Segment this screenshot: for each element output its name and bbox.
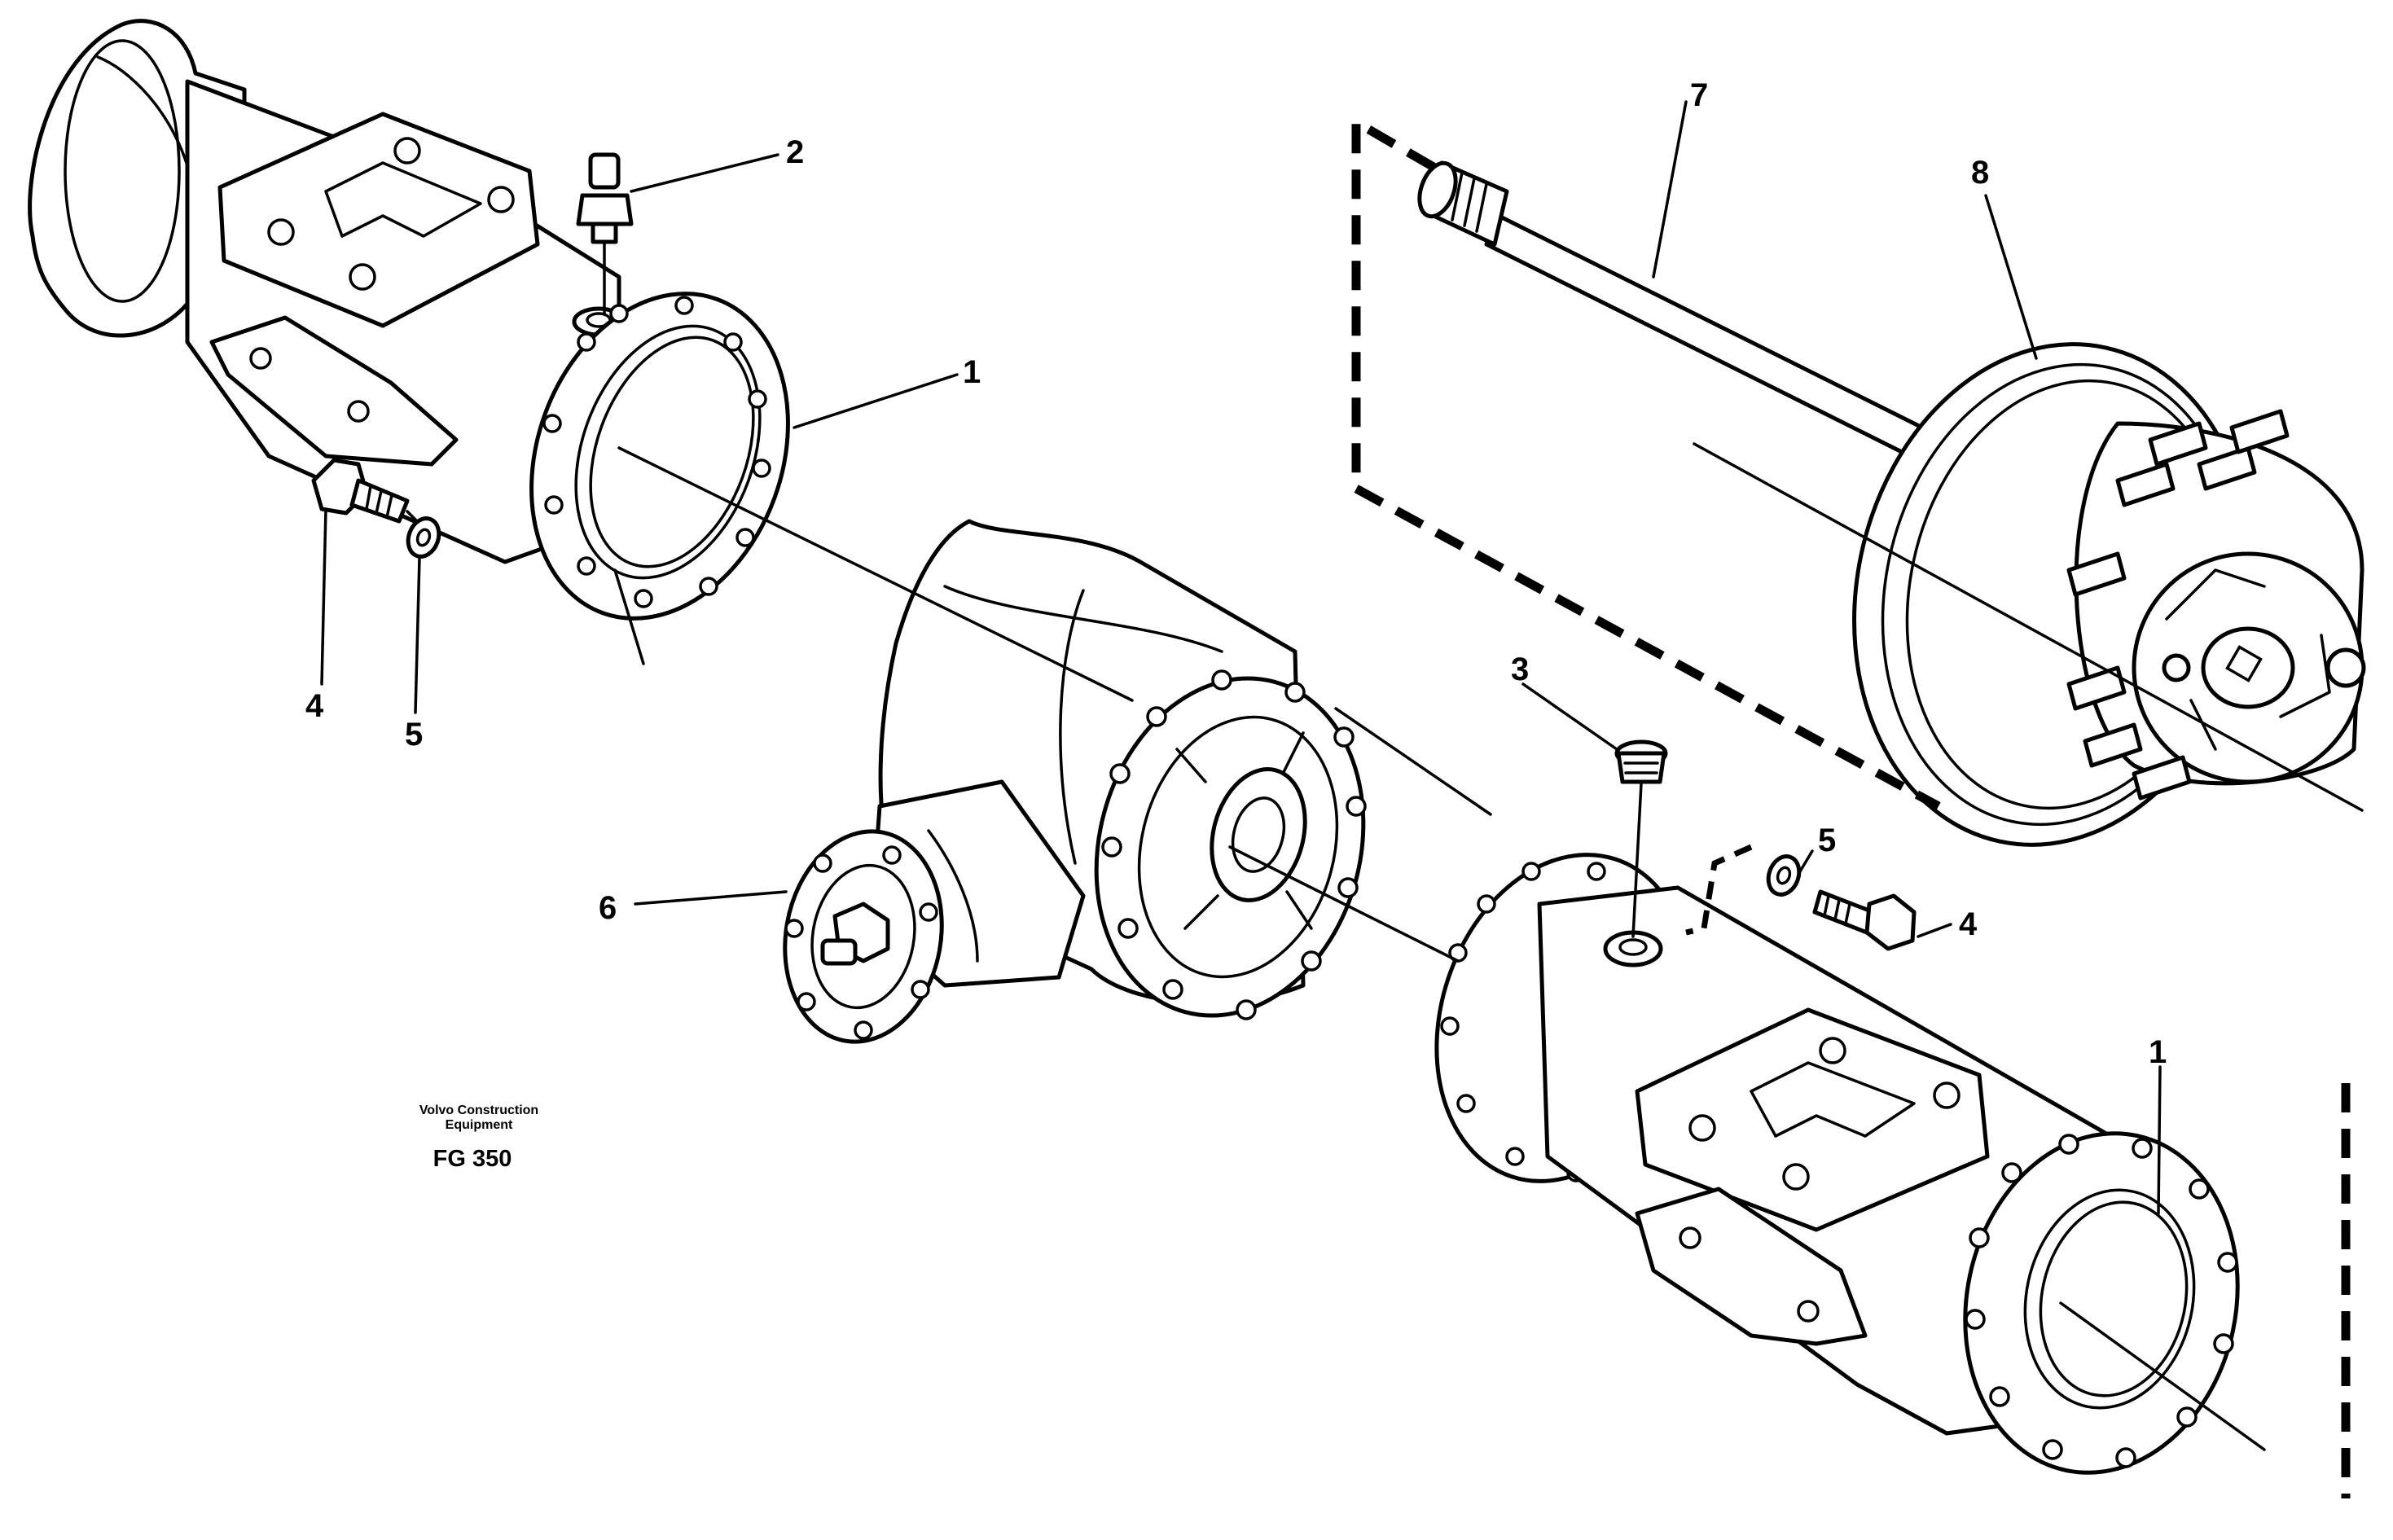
oil-plug: [1614, 739, 1668, 784]
callout-3: 3: [1511, 652, 1529, 687]
wheel-hub: [1852, 342, 2366, 847]
callout-4-left: 4: [305, 688, 324, 724]
bolt-left: [311, 458, 410, 524]
breather-valve: [576, 152, 634, 244]
washer-right: [1766, 854, 1802, 897]
figure-code: FG 350: [433, 1146, 512, 1172]
callout-2: 2: [786, 134, 804, 170]
callout-1-left: 1: [963, 354, 981, 390]
callout-labels: 1 1 2 3 4 4 5 5 6 7 8: [305, 77, 2167, 1070]
left-axle-housing: [28, 19, 790, 621]
washer-left: [406, 516, 441, 559]
callout-leaders: [320, 100, 2162, 1215]
callout-6: 6: [599, 890, 617, 926]
callout-5-left: 5: [405, 717, 423, 752]
callout-1-right: 1: [2149, 1034, 2167, 1070]
callout-5-right: 5: [1818, 823, 1836, 858]
differential-carrier: [783, 519, 1367, 1044]
callout-8: 8: [1971, 155, 1989, 191]
exploded-view-bracket: [1351, 114, 2351, 1498]
assembly-centerlines: [613, 442, 2364, 1451]
caption-company-line2: Equipment: [446, 1118, 513, 1132]
callout-4-right: 4: [1959, 906, 1978, 942]
caption-company: Volvo Construction: [419, 1103, 538, 1117]
bolt-right: [1812, 889, 1917, 951]
callout-7: 7: [1690, 77, 1708, 113]
right-axle-housing: [1434, 853, 2240, 1475]
figure-caption: Volvo Construction Equipment FG 350: [419, 1103, 538, 1172]
